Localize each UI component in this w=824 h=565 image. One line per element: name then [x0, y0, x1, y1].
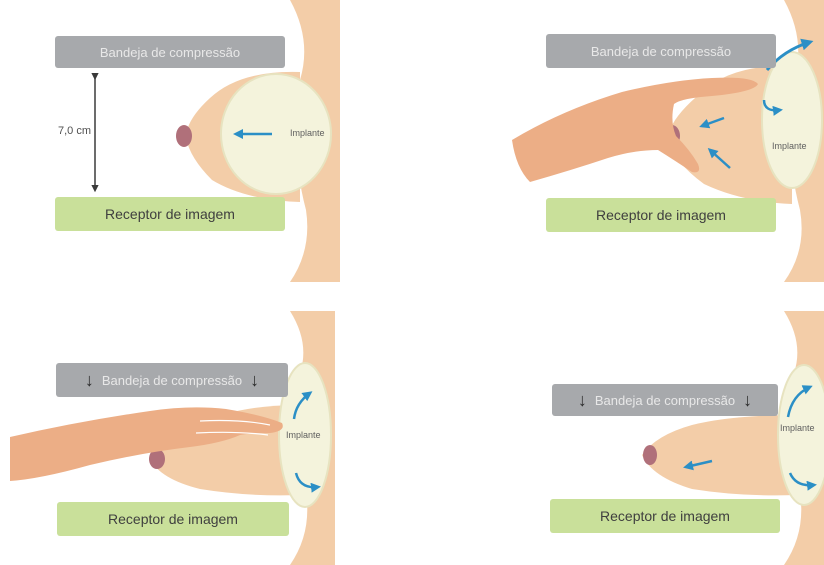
curve-arrow: [294, 472, 321, 493]
implant-shape: [278, 362, 332, 508]
panel-illustration: [512, 0, 824, 282]
down-arrow-icon: ↓: [577, 390, 587, 410]
panel-illustration: [10, 311, 335, 565]
implant-shape: [220, 73, 332, 195]
compression-tray-label: Bandeja de compressão: [594, 392, 736, 408]
curve-arrow: [788, 472, 817, 491]
down-arrow-icon: ↓: [743, 390, 753, 410]
implant-label: Implante: [772, 141, 807, 151]
left-arrow: [699, 116, 725, 129]
compression-tray: Bandeja de compressão: [546, 34, 776, 68]
curve-arrow: [762, 99, 783, 116]
dimension-label: 7,0 cm: [58, 125, 92, 137]
image-receptor: Receptor de imagem: [550, 499, 780, 533]
nipple: [643, 445, 657, 465]
diagram-panel-implant-displacement: Bandeja de compressão Receptor de imagem…: [412, 0, 824, 282]
up-left-arrow: [707, 147, 731, 169]
nipple: [149, 449, 165, 469]
nipple: [176, 125, 192, 147]
left-arrow: [683, 459, 713, 471]
compression-tray: ↓ Bandeja de compressão ↓: [552, 384, 778, 416]
panel-illustration: [91, 0, 340, 282]
implant-label: Implante: [290, 128, 325, 138]
down-arrow-icon: ↓: [84, 370, 94, 390]
down-arrow-icon: ↓: [250, 370, 260, 390]
image-receptor-label: Receptor de imagem: [108, 511, 238, 527]
implant-shape: [777, 364, 824, 506]
hand: [512, 77, 758, 182]
compression-tray-label: Bandeja de compressão: [101, 372, 243, 388]
compression-tray: ↓ Bandeja de compressão ↓: [56, 363, 288, 397]
hand: [10, 407, 283, 481]
image-receptor: Receptor de imagem: [546, 198, 776, 232]
diagram-panel-pull-forward: ↓ Bandeja de compressão ↓ Receptor de im…: [0, 283, 412, 565]
image-receptor: Receptor de imagem: [57, 502, 289, 536]
breast: [642, 415, 797, 496]
image-receptor-label: Receptor de imagem: [596, 207, 726, 223]
diagram-panel-standard: Bandeja de compressão Receptor de imagem…: [0, 0, 412, 282]
image-receptor: Receptor de imagem: [55, 197, 285, 231]
implant-label: Implante: [780, 423, 815, 433]
compression-tray: Bandeja de compressão: [55, 36, 285, 68]
image-receptor-label: Receptor de imagem: [600, 508, 730, 524]
up-curve-arrow: [292, 391, 313, 420]
implant-label: Implante: [286, 430, 321, 440]
up-curve-arrow: [786, 385, 813, 418]
finger-lines: [195, 419, 271, 436]
compression-tray-label: Bandeja de compressão: [590, 43, 732, 59]
implant-shape: [761, 51, 823, 189]
compression-tray-label: Bandeja de compressão: [99, 44, 241, 60]
panel-illustration: [642, 311, 824, 565]
image-receptor-label: Receptor de imagem: [105, 206, 235, 222]
diagram-panel-compressed: ↓ Bandeja de compressão ↓ Receptor de im…: [412, 283, 824, 565]
